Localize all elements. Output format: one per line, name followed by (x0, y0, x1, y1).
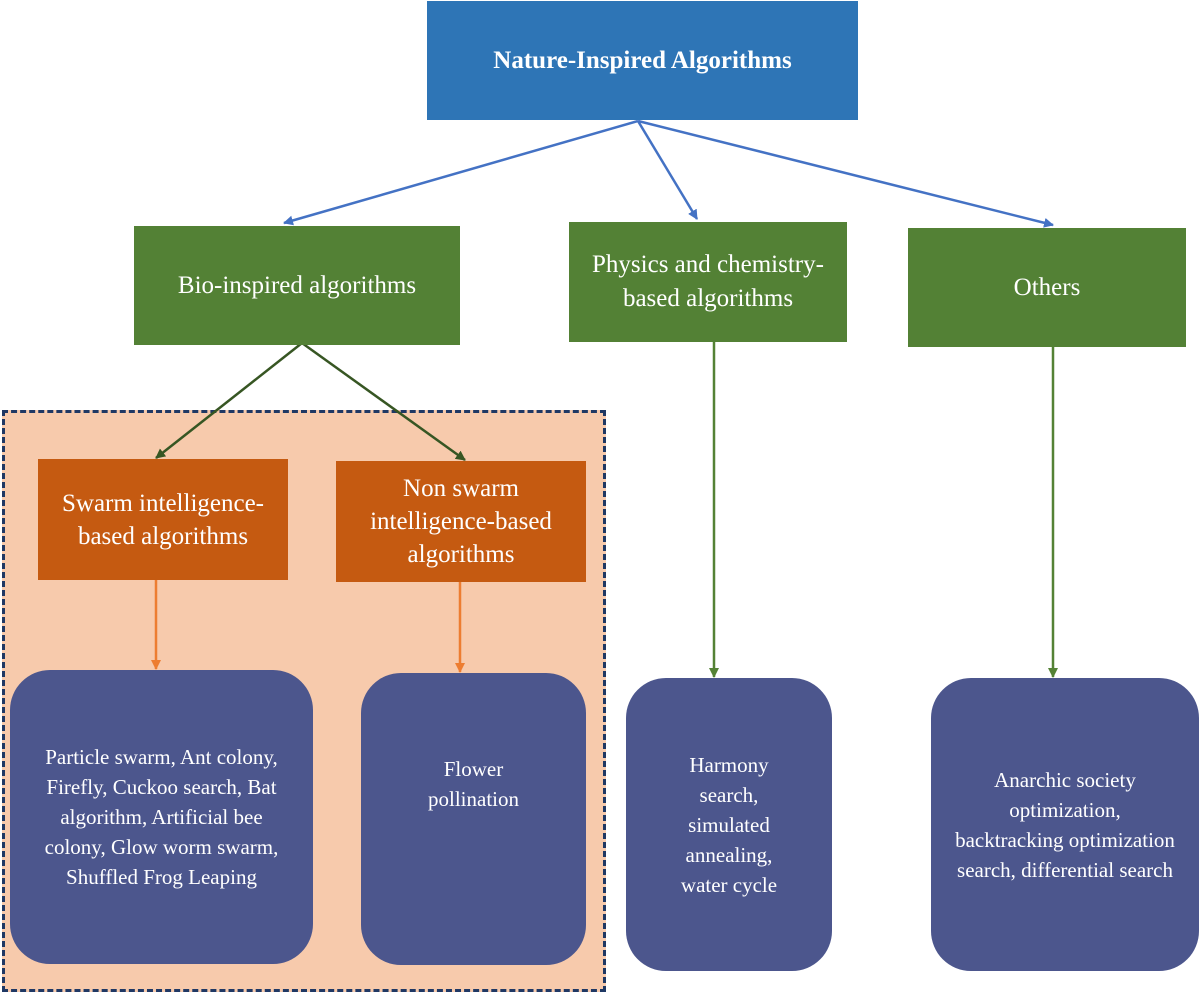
root-node: Nature-Inspired Algorithms (427, 1, 858, 120)
swarm-algorithms-leaf: Particle swarm, Ant colony, Firefly, Cuc… (10, 670, 313, 964)
arrow-root-to-physics (636, 120, 699, 220)
swarm-algorithms-text: Particle swarm, Ant colony, Firefly, Cuc… (44, 745, 279, 889)
arrow-root-to-others (637, 119, 1054, 228)
physics-chemistry-label: Physics and chemistry-based algorithms (592, 251, 824, 312)
arrow-root-to-bio (283, 119, 639, 226)
non-swarm-intelligence-node: Non swarm intelligence-based algorithms (336, 461, 586, 582)
others-algorithms-leaf: Anarchic society optimization, backtrack… (931, 678, 1199, 971)
bio-inspired-label: Bio-inspired algorithms (177, 271, 417, 299)
root-label: Nature-Inspired Algorithms (493, 46, 792, 74)
physics-chemistry-node: Physics and chemistry-based algorithms (569, 222, 847, 342)
non-swarm-algorithms-text: Flower pollination (428, 757, 519, 811)
swarm-intelligence-node: Swarm intelligence-based algorithms (38, 459, 288, 580)
others-algorithms-text: Anarchic society optimization, backtrack… (955, 767, 1175, 882)
bio-inspired-node: Bio-inspired algorithms (134, 226, 460, 345)
others-node: Others (908, 228, 1186, 347)
physics-algorithms-text: Harmony search, simulated annealing, wat… (680, 752, 778, 897)
non-swarm-intelligence-label: Non swarm intelligence-based algorithms (370, 475, 552, 568)
swarm-intelligence-label: Swarm intelligence-based algorithms (61, 489, 264, 550)
non-swarm-algorithms-leaf: Flower pollination (361, 673, 586, 965)
physics-algorithms-leaf: Harmony search, simulated annealing, wat… (626, 678, 832, 971)
others-label: Others (1013, 273, 1081, 301)
